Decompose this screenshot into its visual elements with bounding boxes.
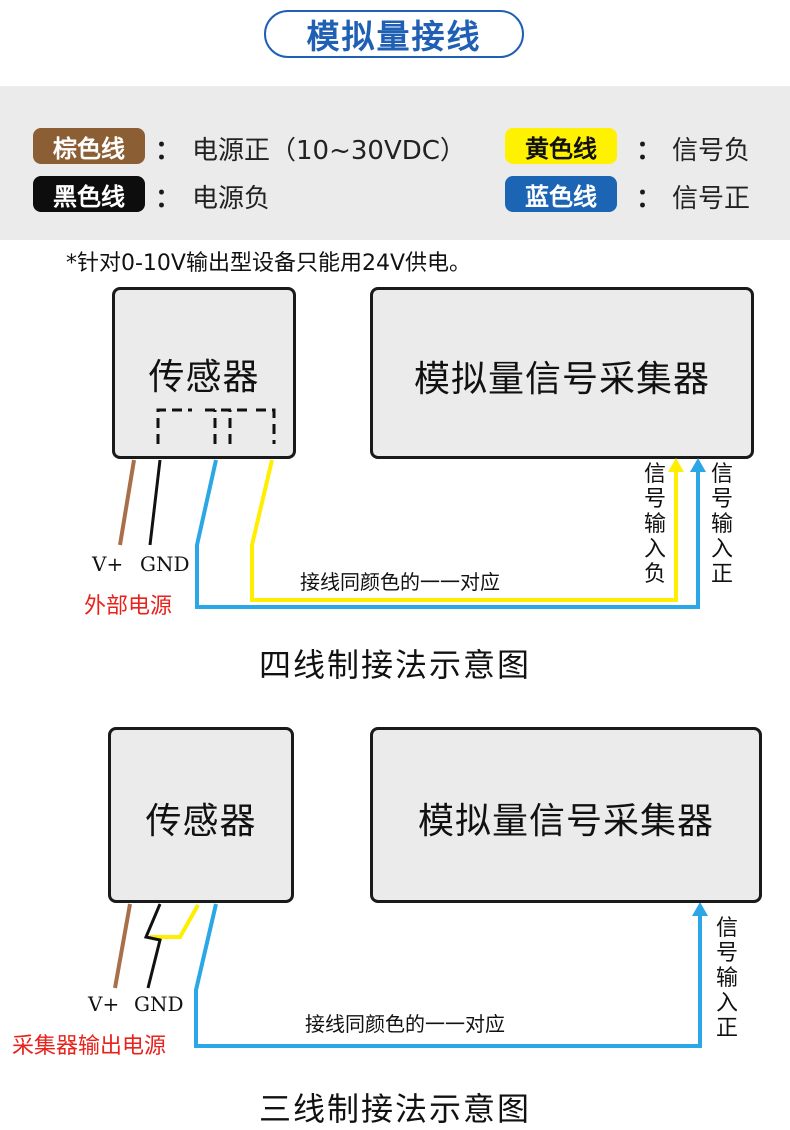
- legend-colon: ：: [636, 184, 663, 214]
- wire-brown-three: [113, 903, 132, 989]
- wire-blue-three: [194, 903, 702, 1048]
- legend-colon: ：: [155, 136, 182, 166]
- legend-badge-brown: 棕色线: [33, 128, 145, 164]
- legend-badge-blue: 蓝色线: [505, 176, 617, 212]
- legend-desc-brown: 电源正（10~30VDC）: [192, 136, 466, 166]
- arrowhead-yellow-four: [668, 458, 684, 472]
- page-title: 模拟量接线: [264, 10, 524, 58]
- collector-box-four: 模拟量信号采集器: [370, 287, 754, 459]
- supply-note: *针对0-10V输出型设备只能用24V供电。: [66, 251, 472, 276]
- legend-desc-yellow: 信号负: [672, 136, 751, 166]
- gnd-label: GND: [134, 992, 184, 1016]
- wire-legend: 棕色线 ： 电源正（10~30VDC） 黑色线 ： 电源负 黄色线 ： 信号负 …: [0, 86, 790, 240]
- collector-label: 模拟量信号采集器: [413, 359, 710, 400]
- sensor-box-three: 传感器: [108, 727, 294, 903]
- legend-colon: ：: [155, 184, 182, 214]
- vplus-label: V+: [92, 552, 124, 576]
- signal-pos-label: 信号输入正: [710, 462, 733, 587]
- legend-desc-blue: 信号正: [672, 184, 751, 214]
- color-match-note: 接线同颜色的一一对应: [305, 1012, 505, 1036]
- sensor-label: 传感器: [148, 357, 260, 398]
- three-wire-title: 三线制接法示意图: [258, 1090, 531, 1128]
- sensor-terminals-four: [156, 408, 276, 444]
- legend-desc-black: 电源负: [192, 184, 271, 214]
- legend-badge-black: 黑色线: [33, 176, 145, 212]
- arrowhead-blue-four: [690, 458, 706, 472]
- four-wire-title: 四线制接法示意图: [258, 646, 531, 684]
- signal-neg-label: 信号输入负: [643, 462, 666, 587]
- sensor-box-four: 传感器: [112, 287, 296, 459]
- wire-yellow-three: [150, 904, 200, 939]
- gnd-label: GND: [140, 552, 190, 576]
- sensor-label: 传感器: [145, 801, 257, 842]
- arrowhead-blue-three: [692, 902, 708, 916]
- power-source-label: 采集器输出电源: [12, 1034, 167, 1059]
- wire-black-three: [143, 903, 162, 989]
- wire-black-four: [148, 459, 162, 546]
- wire-brown-four: [118, 459, 136, 546]
- legend-colon: ：: [636, 136, 663, 166]
- color-match-note: 接线同颜色的一一对应: [300, 570, 500, 594]
- collector-label: 模拟量信号采集器: [417, 801, 714, 842]
- wire-yellow-four: [250, 459, 678, 602]
- vplus-label: V+: [88, 992, 120, 1016]
- power-source-label: 外部电源: [84, 594, 173, 619]
- legend-badge-yellow: 黄色线: [505, 128, 617, 164]
- collector-box-three: 模拟量信号采集器: [370, 727, 762, 903]
- signal-pos-label: 信号输入正: [715, 916, 738, 1041]
- wire-blue-four: [195, 459, 700, 609]
